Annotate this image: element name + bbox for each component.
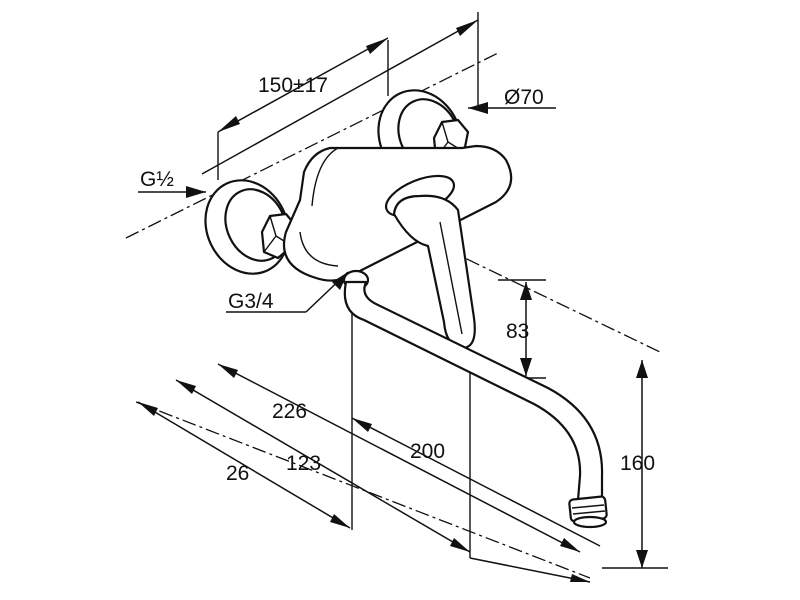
label-outlet-thread: G3/4 [228, 290, 274, 313]
label-lever-height: 83 [506, 320, 529, 343]
leader-lines [138, 102, 556, 313]
label-eccentric-distance: 150±17 [258, 74, 328, 97]
label-spout-height: 160 [620, 452, 655, 475]
label-depth-wall: 26 [226, 462, 249, 485]
label-depth-body: 123 [286, 452, 321, 475]
label-spout-reach-total: 226 [272, 400, 307, 423]
label-spout-reach: 200 [410, 440, 445, 463]
dimension-labels: 150±17 Ø70 G½ G3/4 83 160 226 200 123 26 [140, 74, 655, 485]
label-rosette-diameter: Ø70 [504, 86, 544, 109]
label-inlet-thread: G½ [140, 168, 174, 191]
spout [342, 269, 608, 529]
dimension-lines [137, 19, 648, 583]
lever-handle [392, 194, 476, 350]
